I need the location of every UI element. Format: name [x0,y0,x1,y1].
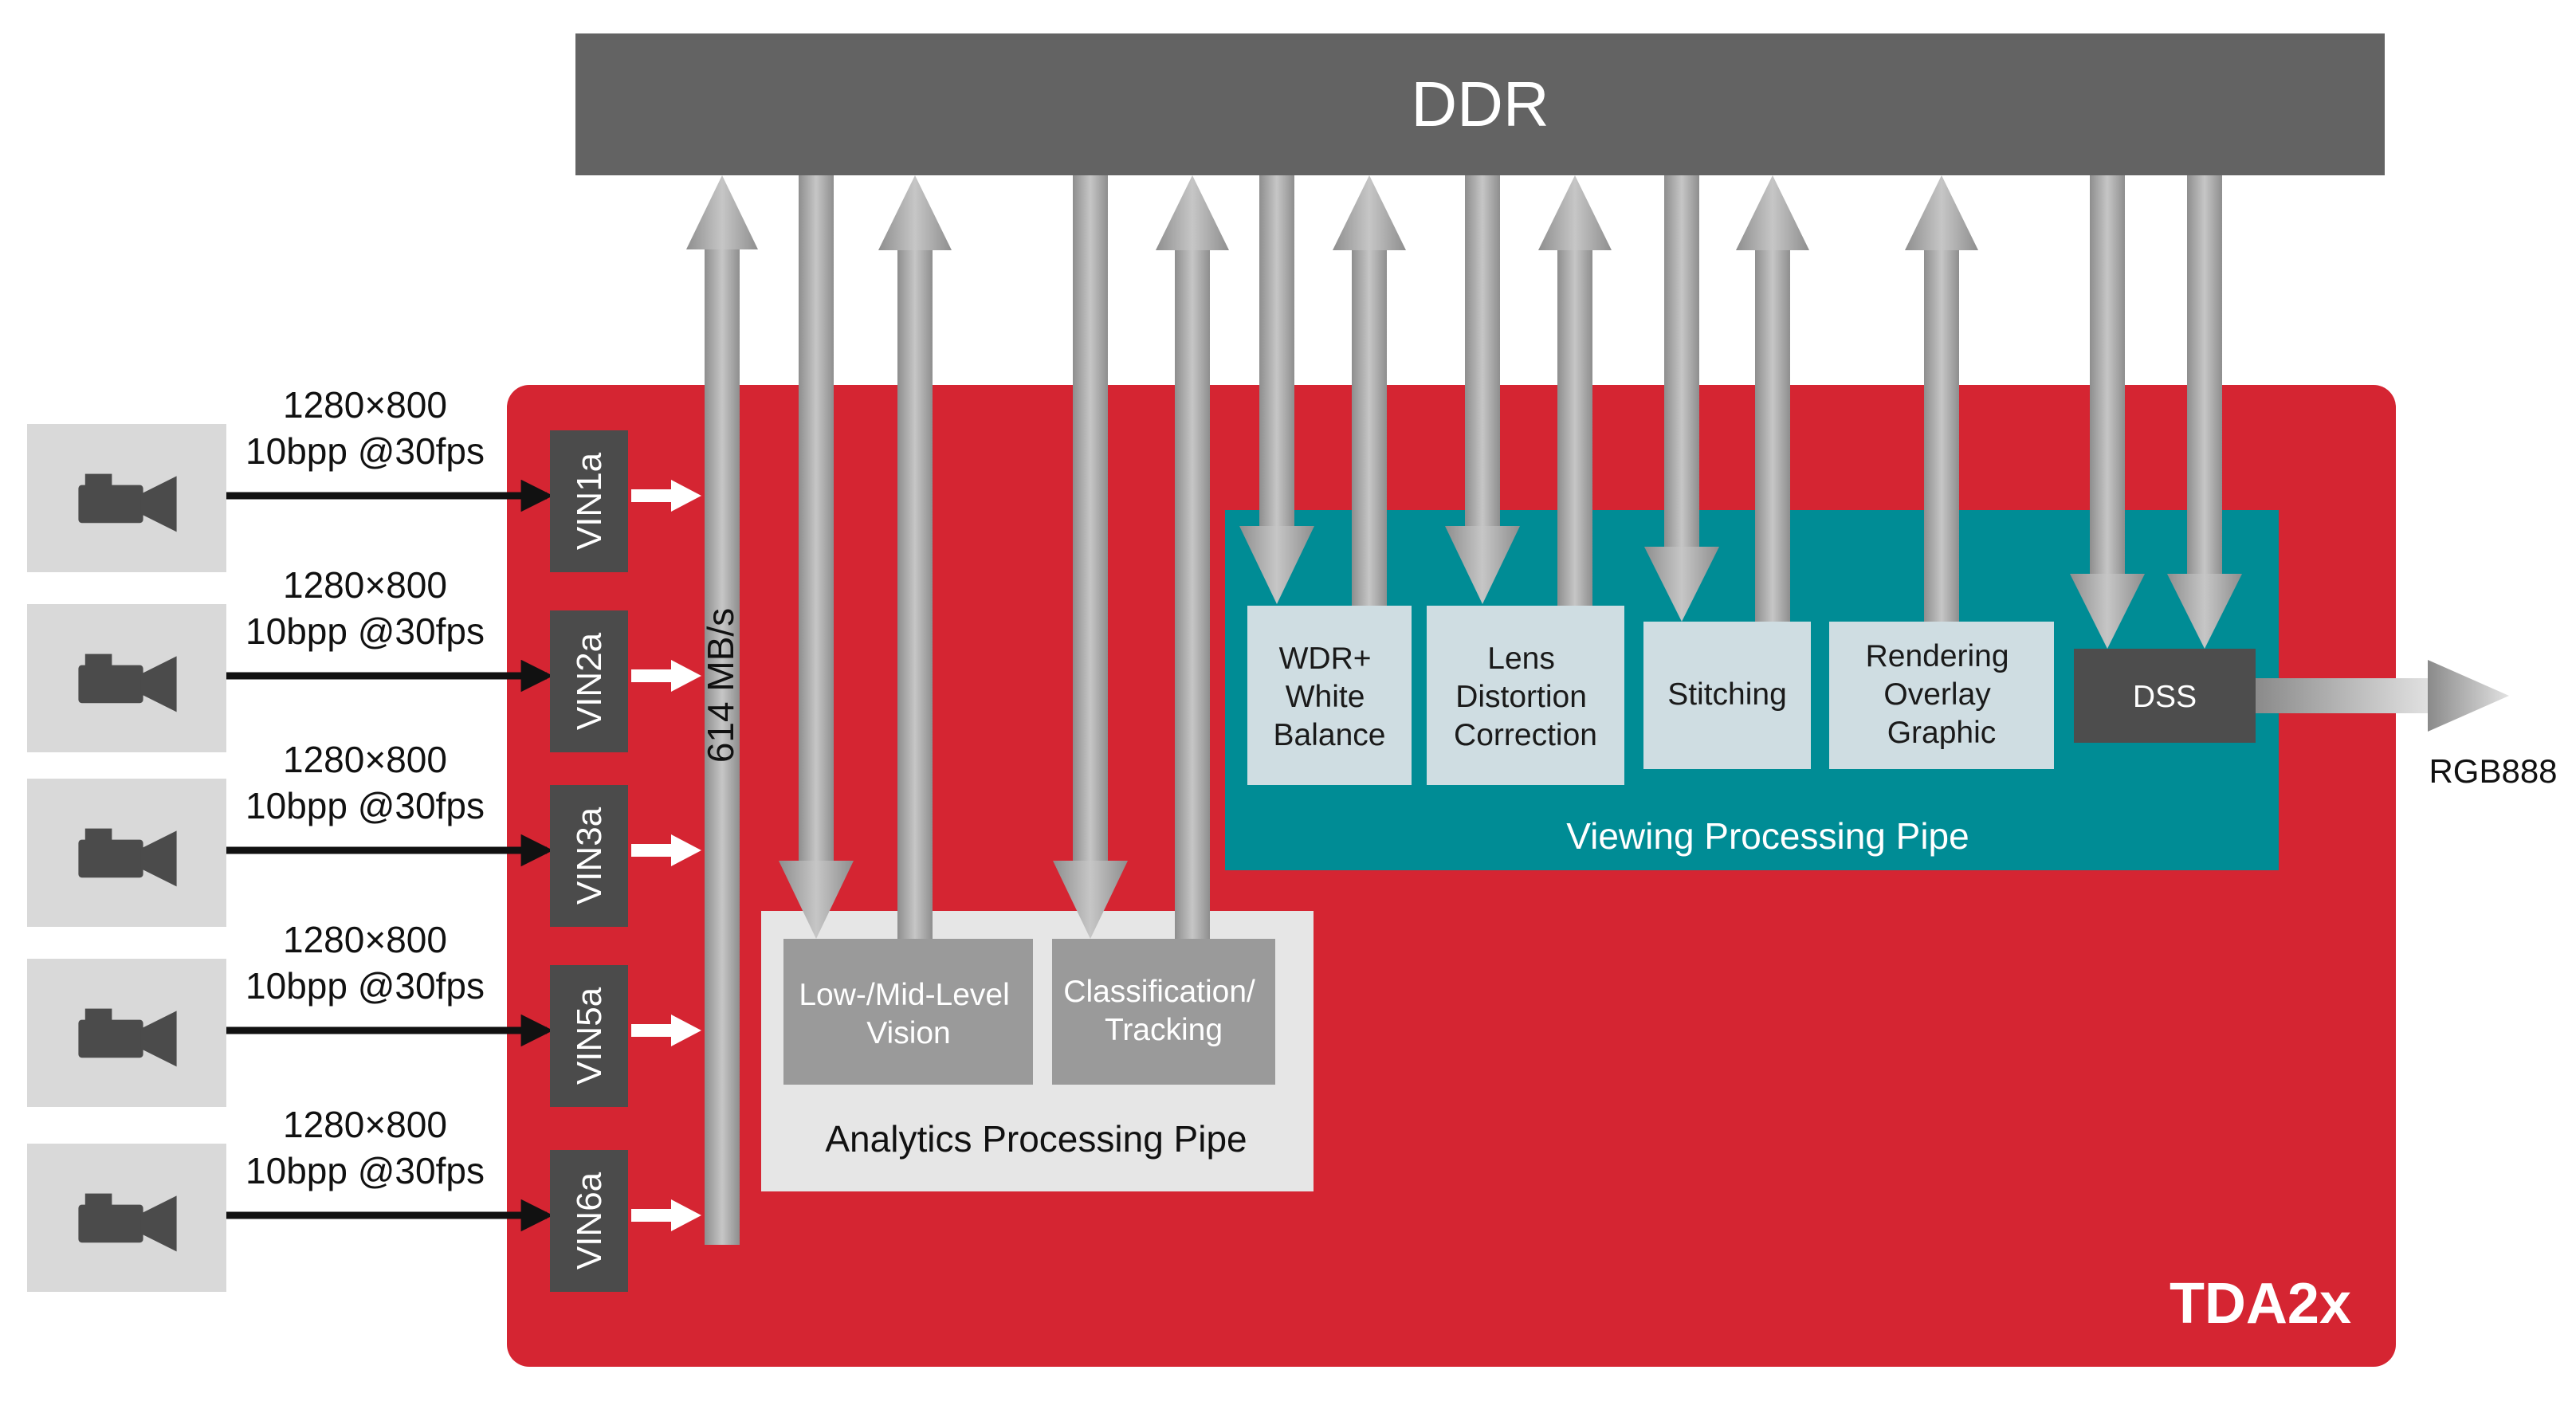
vin-block [550,610,628,752]
camera-format-label: 10bpp @30fps [245,785,485,826]
classification-tracking-line-1: Classification/ [1063,975,1255,1009]
stitching-block [1643,622,1811,769]
vin-to-bus-arrowhead [671,1199,701,1231]
camera-format-label: 10bpp @30fps [245,1150,485,1191]
tda2x-label: TDA2x [2170,1272,2351,1336]
vin-to-bus-arrow [631,1209,673,1222]
vin-label: VIN6a [570,1172,609,1270]
svg-text:Classification/ Tracking: Classification/ Tracking [1063,975,1263,1047]
stitching-label: Stitching [1667,677,1787,712]
vin-to-bus-arrow [631,489,673,502]
low-mid-level-vision-line-1: Low-/Mid-Level [799,978,1009,1012]
rendering-overlay-graphic-block [1829,622,2054,769]
ddr-block [575,33,2385,175]
low-mid-level-vision-line-2: Vision [866,1016,951,1050]
classification-tracking-line-2: Tracking [1105,1013,1223,1047]
vin-to-bus-arrow [631,669,673,682]
lens-line-2: Distortion [1455,680,1587,714]
svg-text:Rendering Overlay Grap: Rendering Overlay Graphic [1866,639,2018,750]
vin-to-bus-arrow [631,1024,673,1037]
ddr-arrows [779,175,2242,940]
camera-resolution-label: 1280×800 [283,919,447,960]
lens-distortion-correction-block [1427,606,1624,785]
dss-label: DSS [2133,680,2197,714]
analytics-pipe-title: Analytics Processing Pipe [825,1118,1247,1160]
vin-label: VIN2a [570,632,609,730]
viewing-pipe-title: Viewing Processing Pipe [1566,815,1969,857]
vin-label: VIN3a [570,807,609,905]
lens-line-1: Lens [1487,642,1555,676]
svg-text:Lens Distortion Correc: Lens Distortion Correction [1454,642,1597,752]
dss-block [2074,649,2256,743]
lens-line-3: Correction [1454,718,1597,752]
bandwidth-label: 614 MB/s [700,608,741,763]
wdr-line-2: White [1286,680,1365,714]
camera-format-label: 10bpp @30fps [245,965,485,1007]
low-mid-level-vision-block [783,939,1033,1085]
classification-tracking-block [1052,939,1275,1085]
wdr-line-1: WDR+ [1279,642,1372,676]
rendering-line-2: Overlay [1883,677,1991,712]
vin-label: VIN1a [570,452,609,550]
wdr-line-3: Balance [1274,718,1386,752]
vin-to-bus-arrowhead [671,480,701,512]
rendering-line-3: Graphic [1887,716,1997,750]
camera-resolution-label: 1280×800 [283,739,447,780]
svg-text:Low-/Mid-Level Vision: Low-/Mid-Level Vision [799,978,1018,1050]
camera-resolution-label: 1280×800 [283,1104,447,1145]
camera-format-label: 10bpp @30fps [245,430,485,472]
camera-resolution-label: 1280×800 [283,564,447,606]
camera-format-label: 10bpp @30fps [245,610,485,652]
rendering-line-1: Rendering [1866,639,2009,673]
vin-to-bus-arrowhead [671,1015,701,1046]
vin-to-bus-arrowhead [671,660,701,692]
bus-arrow [686,175,758,1245]
camera-resolution-label: 1280×800 [283,384,447,426]
vin-block [550,785,628,927]
output-arrow [2256,660,2509,732]
vin-label: VIN5a [570,987,609,1085]
vin-block [550,1150,628,1292]
vin-block [550,965,628,1107]
wdr-white-balance-block [1247,606,1412,785]
rgb888-label: RGB888 [2429,752,2557,790]
vin-to-bus-arrowhead [671,834,701,866]
vin-to-bus-arrow [631,844,673,857]
svg-text:WDR+ White Balance: WDR+ White Balance [1274,642,1386,752]
vin-block [550,430,628,572]
ddr-label: DDR [1411,69,1549,139]
